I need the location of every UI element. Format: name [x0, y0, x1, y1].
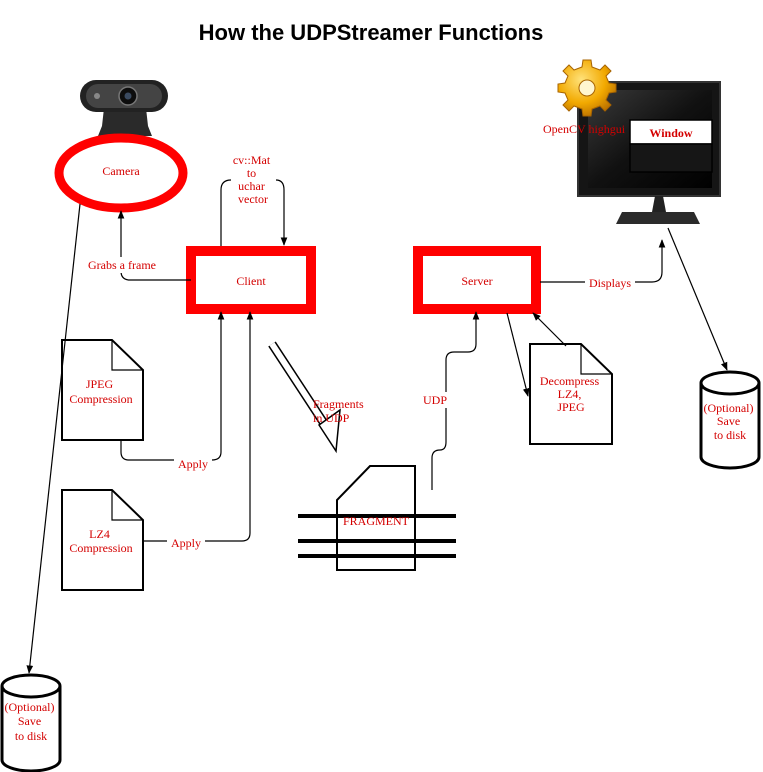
client-label: Client: [236, 274, 266, 288]
fragments-line-1: Fragments: [313, 397, 364, 411]
save-right-line-2: Save: [717, 414, 740, 428]
save-to-disk-left: (Optional) Save to disk: [0, 673, 62, 772]
lz4-line-2: Compression: [69, 541, 132, 555]
save-left-line-3: to disk: [15, 729, 47, 743]
webcam-icon: [80, 80, 168, 136]
convert-line-2: to: [247, 166, 256, 180]
server-label: Server: [461, 274, 492, 288]
opencv-window: Window: [629, 119, 713, 173]
jpeg-compression-node: JPEG Compression: [61, 339, 144, 441]
camera-node: Camera: [54, 133, 188, 213]
jpeg-line-1: JPEG: [86, 377, 114, 391]
diagram-title: How the UDPStreamer Functions: [199, 20, 544, 45]
save-left-line-2: Save: [18, 714, 41, 728]
convert-line-1: cv::Mat: [233, 153, 271, 167]
opencv-label: OpenCV highgui: [543, 122, 626, 136]
convert-line-3: uchar: [238, 179, 265, 193]
decompress-line-2: LZ4,: [558, 387, 582, 401]
lz4-compression-node: LZ4 Compression: [61, 489, 144, 591]
client-node: Client: [186, 246, 316, 314]
svg-text:cv::Mat to uchar v: cv::Mat to uchar vector: [233, 153, 273, 206]
gear-icon: [557, 59, 617, 117]
jpeg-line-2: Compression: [69, 392, 132, 406]
displays-label: Displays: [589, 276, 631, 290]
convert-line-4: vector: [238, 192, 268, 206]
apply-jpeg-label: Apply: [178, 457, 208, 471]
svg-text:(Optional) Save to: (Optional) Save to disk: [704, 401, 757, 442]
fragment-node: FRAGMENT: [298, 465, 456, 571]
lz4-line-1: LZ4: [89, 527, 110, 541]
fragment-label: FRAGMENT: [343, 514, 410, 528]
svg-text:Decompress LZ4, JP: Decompress LZ4, JPEG: [540, 374, 602, 414]
connectors: [26, 179, 728, 674]
save-right-line-1: (Optional): [704, 401, 754, 415]
svg-text:Fragments in UDP: Fragments in UDP: [313, 397, 367, 425]
apply-lz4-label: Apply: [171, 536, 201, 550]
grabs-frame-label: Grabs a frame: [88, 258, 156, 272]
save-to-disk-right: (Optional) Save to disk: [699, 370, 761, 470]
udp-label: UDP: [423, 393, 447, 407]
svg-text:(Optional) Save to: (Optional) Save to disk: [5, 700, 58, 743]
decompress-line-1: Decompress: [540, 374, 600, 388]
decompress-node: Decompress LZ4, JPEG: [529, 343, 613, 445]
window-title: Window: [649, 126, 692, 140]
decompress-line-3: JPEG: [557, 400, 585, 414]
save-right-line-3: to disk: [714, 428, 746, 442]
svg-text:LZ4 Compression: LZ4 Compression: [69, 527, 132, 555]
fragments-line-2: in UDP: [313, 411, 350, 425]
camera-label: Camera: [102, 164, 140, 178]
save-left-line-1: (Optional): [5, 700, 55, 714]
server-node: Server: [413, 246, 541, 314]
svg-text:JPEG Compression: JPEG Compression: [69, 377, 132, 406]
